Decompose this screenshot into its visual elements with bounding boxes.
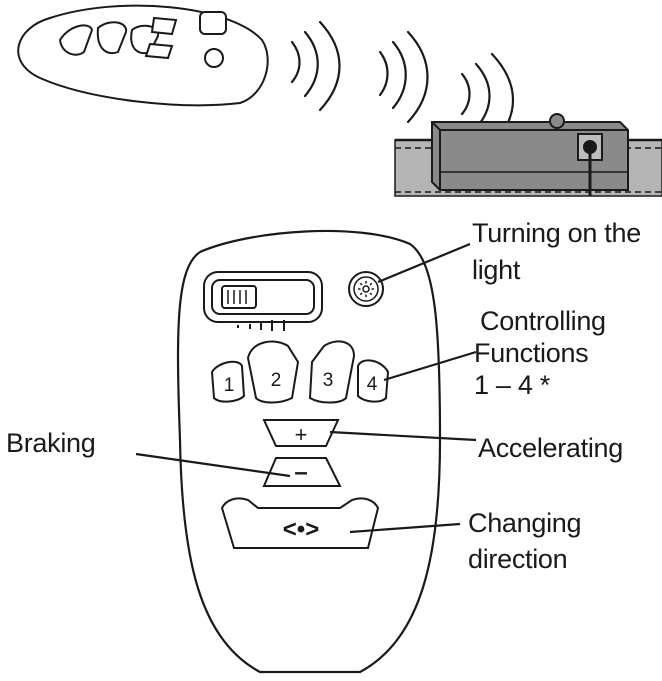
wave-arc	[460, 72, 471, 116]
mini-remote-switch	[199, 11, 227, 35]
leader-lines	[135, 242, 477, 534]
direction-arrows-icon: <•>	[283, 516, 319, 543]
receiver-box	[431, 113, 629, 196]
mini-remote-button	[58, 24, 94, 56]
brake-button[interactable]: –	[262, 457, 342, 487]
callout-functions-line2: Functions	[474, 338, 589, 368]
mini-remote-button	[96, 21, 128, 55]
plus-icon: +	[295, 422, 308, 447]
wave-arc	[318, 20, 341, 112]
leader-braking	[135, 452, 291, 478]
wave-arc	[290, 40, 301, 84]
function-button-2[interactable]: 2	[246, 340, 300, 404]
function-button-1-label: 1	[224, 375, 235, 396]
callout-direction-line2: direction	[468, 544, 568, 574]
callout-braking: Braking	[6, 428, 96, 458]
function-button-4-label: 4	[367, 374, 378, 395]
callout-functions-line1: Controlling	[480, 306, 606, 336]
leader-light	[377, 242, 471, 284]
socket-plug-icon	[583, 140, 597, 154]
wave-arc	[406, 30, 429, 124]
slider-knob[interactable]	[221, 285, 257, 309]
function-button-2-label: 2	[271, 370, 282, 391]
callout-direction-line1: Changing	[468, 508, 582, 538]
sun-icon	[358, 281, 374, 297]
wave-arc	[303, 30, 319, 98]
callout-light-line1: Turning on the	[472, 218, 641, 248]
function-button-3[interactable]: 3	[308, 340, 356, 404]
accelerate-button-shape	[262, 419, 340, 447]
wave-arc	[378, 50, 389, 97]
accelerate-button[interactable]: +	[262, 419, 340, 447]
function-button-1-shape	[210, 360, 246, 403]
speed-slider[interactable]	[203, 271, 323, 323]
direction-button-shape	[220, 497, 380, 549]
receiver-led	[549, 113, 565, 129]
brake-button-shape	[262, 457, 342, 487]
function-button-3-label: 3	[323, 370, 334, 391]
callout-accelerating: Accelerating	[478, 433, 623, 463]
speed-scale-marks	[237, 320, 285, 331]
mini-remote-light-button	[204, 48, 224, 68]
leader-accelerating	[329, 430, 477, 442]
callout-light-line2: light	[472, 255, 521, 285]
light-button[interactable]	[348, 271, 384, 307]
wave-arc	[391, 40, 407, 110]
mini-remote-button	[144, 42, 174, 60]
function-button-2-shape	[246, 340, 300, 404]
function-button-3-shape	[308, 340, 356, 404]
function-button-4[interactable]: 4	[357, 359, 390, 403]
direction-button[interactable]: <•>	[220, 497, 380, 549]
mini-remote-body	[17, 4, 269, 107]
remote-control: 1 2 3 4 + – <•>	[176, 229, 442, 674]
leader-functions	[383, 350, 477, 382]
remote-body	[176, 229, 442, 674]
wave-arc	[474, 62, 491, 130]
function-button-1[interactable]: 1	[210, 360, 246, 403]
callout-functions-line3: 1 – 4 *	[474, 370, 550, 400]
mini-remote	[17, 4, 269, 107]
minus-icon: –	[294, 459, 307, 486]
leader-direction	[349, 522, 461, 534]
mini-remote-button	[150, 16, 178, 36]
function-button-4-shape	[357, 359, 390, 403]
radio-waves	[290, 20, 514, 148]
